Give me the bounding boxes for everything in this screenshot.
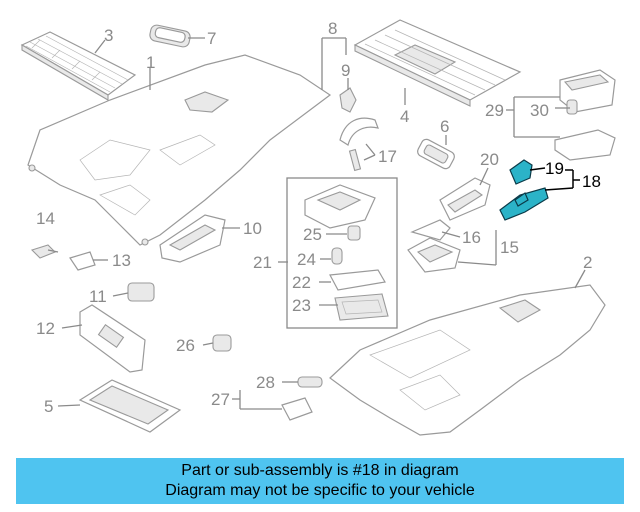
callout-30: 30 <box>530 101 549 120</box>
callout-14: 14 <box>36 209 55 228</box>
callout-20: 20 <box>480 150 499 169</box>
callout-26: 26 <box>176 336 195 355</box>
part-29-dome-lamp <box>554 69 616 161</box>
callout-15: 15 <box>500 238 519 257</box>
callout-10: 10 <box>243 219 262 238</box>
part-11-bracket <box>127 282 155 302</box>
callout-25: 25 <box>303 225 322 244</box>
part-9-hook <box>339 87 357 113</box>
part-14-clip <box>30 244 56 259</box>
callout-24: 24 <box>297 250 316 269</box>
part-19-switch-highlighted <box>509 159 533 185</box>
callout-1: 1 <box>146 53 155 72</box>
callout-29: 29 <box>485 101 504 120</box>
part-23-gasket <box>334 293 389 321</box>
callout-8: 8 <box>328 19 337 38</box>
part-12-sun-visor <box>79 304 146 373</box>
part-2-headliner <box>329 284 606 436</box>
leader-lines <box>47 37 586 410</box>
callout-23: 23 <box>292 296 311 315</box>
callout-21: 21 <box>253 253 272 272</box>
callout-6: 6 <box>440 117 449 136</box>
part-30-bulb <box>566 99 578 115</box>
part-1-headliner <box>27 54 332 246</box>
callout-2: 2 <box>583 253 592 272</box>
part-21-console <box>304 184 376 229</box>
part-7-pad <box>149 24 191 48</box>
part-18-switch-assembly-highlighted <box>499 187 549 221</box>
callout-28: 28 <box>256 373 275 392</box>
part-25-knob <box>347 225 361 241</box>
part-16-lamp <box>410 219 451 241</box>
parts-diagram: 3 7 1 8 9 4 29 30 6 17 20 19 18 14 10 25… <box>20 19 616 436</box>
part-17-grab-handle <box>339 117 379 172</box>
callout-27: 27 <box>211 390 230 409</box>
callout-19: 19 <box>545 159 564 178</box>
callout-9: 9 <box>341 61 350 80</box>
callout-labels: 3 7 1 8 9 4 29 30 6 17 20 19 18 14 10 25… <box>36 19 601 416</box>
part-28-bulb <box>297 376 323 388</box>
callout-11: 11 <box>89 287 107 306</box>
info-banner: Part or sub-assembly is #18 in diagram D… <box>16 458 624 504</box>
part-10-lamp <box>159 214 226 263</box>
banner-line-2: Diagram may not be specific to your vehi… <box>165 482 475 499</box>
part-15-lamp-assembly <box>407 237 461 273</box>
part-6-bezel <box>417 138 455 170</box>
callout-7: 7 <box>207 29 216 48</box>
part-22-lens <box>329 269 386 291</box>
part-27-lamp <box>281 397 313 421</box>
part-26-clip <box>212 334 232 352</box>
part-3-panel <box>20 31 137 101</box>
callout-3: 3 <box>104 26 113 45</box>
callout-16: 16 <box>462 228 481 247</box>
callout-5: 5 <box>44 397 53 416</box>
callout-22: 22 <box>292 273 311 292</box>
callout-13: 13 <box>112 251 131 270</box>
part-13-bracket <box>69 251 96 271</box>
callout-12: 12 <box>36 319 55 338</box>
part-4-sunroof-panel <box>353 19 522 107</box>
callout-4: 4 <box>400 107 409 126</box>
banner-line-1: Part or sub-assembly is #18 in diagram <box>181 462 459 479</box>
callout-18: 18 <box>582 172 601 191</box>
callout-17: 17 <box>378 147 397 166</box>
console-group-box <box>286 177 398 329</box>
part-20-lamp-housing <box>439 177 491 221</box>
part-24-bulb <box>331 247 343 265</box>
part-5-pad <box>78 379 182 433</box>
